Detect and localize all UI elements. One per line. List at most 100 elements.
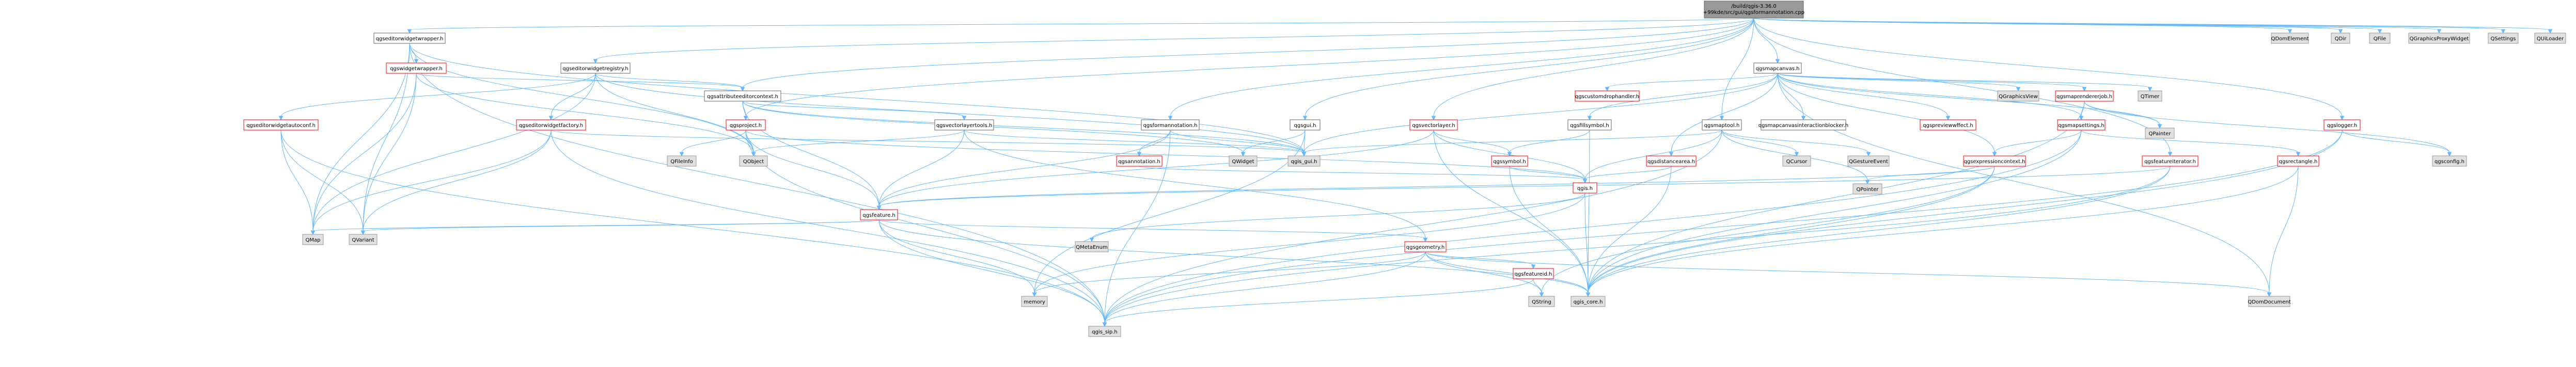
edge-qgis_h-to-qgis_core_h bbox=[1584, 193, 1589, 294]
node-qgsmapsettings-h[interactable]: qgsmapsettings.h bbox=[2057, 119, 2106, 131]
node-label: qgssymbol.h bbox=[1493, 159, 1526, 165]
node-qgis-gui-h[interactable]: qgis_gui.h bbox=[1287, 155, 1321, 167]
node-qgscustomdrophandler-h[interactable]: qgscustomdrophandler.h bbox=[1575, 90, 1640, 102]
node-qgsexpressioncontext-h[interactable]: qgsexpressioncontext.h bbox=[1963, 155, 2026, 167]
node-box bbox=[1021, 296, 1048, 307]
node-qgsvectorlayer-h[interactable]: qgsvectorlayer.h bbox=[1409, 119, 1458, 131]
node-qgsfeatureid-h[interactable]: qgsfeatureid.h bbox=[1513, 268, 1554, 279]
node-box bbox=[2145, 127, 2175, 139]
node-label: qgswidgetwrapper.h bbox=[390, 66, 443, 72]
edge-qgsproject_h-to-qgsfeature_h bbox=[745, 130, 879, 207]
node-qgsfeature-h[interactable]: qgsfeature.h bbox=[860, 209, 898, 220]
node-qobject[interactable]: QObject bbox=[739, 155, 768, 167]
node-qgseditorwidgetwrapper-h[interactable]: qgseditorwidgetwrapper.h bbox=[373, 33, 446, 44]
node-qgseditorwidgetregistry-h[interactable]: qgseditorwidgetregistry.h bbox=[560, 62, 631, 74]
node-qdomelement[interactable]: QDomElement bbox=[2271, 33, 2309, 44]
node-qmetaenum[interactable]: QMetaEnum bbox=[1075, 241, 1109, 252]
node-root[interactable]: /build/qgis-3.36.0+99kde/src/gui/qgsform… bbox=[1703, 1, 1804, 19]
node-box bbox=[2323, 119, 2361, 131]
node-qfileinfo[interactable]: QFileInfo bbox=[667, 155, 697, 167]
node-qgsgui-h[interactable]: qgsgui.h bbox=[1290, 119, 1321, 131]
node-box bbox=[1088, 326, 1121, 337]
node-box bbox=[2534, 33, 2566, 44]
edge-arrowhead bbox=[1531, 264, 1536, 269]
node-qtimer[interactable]: QTimer bbox=[2138, 90, 2162, 102]
node-qgsrectangle-h[interactable]: qgsrectangle.h bbox=[2277, 155, 2319, 167]
node-label: QPointer bbox=[1857, 187, 1879, 193]
edge-qgsmaprendererjob_h-to-qgsconfig_h bbox=[2084, 101, 2450, 153]
node-qgis-core-h[interactable]: qgis_core.h bbox=[1570, 296, 1606, 307]
node-qgsannotation-h[interactable]: qgsannotation.h bbox=[1116, 155, 1163, 167]
edge-qgsfeatureiterator_h-to-qgsfeature_h bbox=[878, 166, 2171, 207]
edge-qgsvectorlayer_h-to-qgssymbol_h bbox=[1433, 130, 1510, 153]
node-label: qgsvectorlayer.h bbox=[1412, 123, 1455, 129]
node-label: QDomDocument bbox=[2248, 299, 2290, 305]
node-qgis-h[interactable]: qgis.h bbox=[1573, 182, 1597, 194]
edge-qgsattributeeditorcontext_h-to-qgsvectorlayertools_h bbox=[742, 101, 965, 117]
edge-qgsexpressioncontext_h-to-QPointer bbox=[1867, 166, 1995, 181]
node-qgslogger-h[interactable]: qgslogger.h bbox=[2323, 119, 2361, 131]
edge-arrowhead bbox=[2548, 29, 2553, 34]
edge-arrowhead bbox=[1587, 116, 1592, 121]
node-qsettings[interactable]: QSettings bbox=[2488, 33, 2519, 44]
node-qgsmaptool-h[interactable]: qgsmaptool.h bbox=[1702, 119, 1742, 131]
node-box bbox=[2277, 155, 2319, 167]
node-box bbox=[302, 234, 324, 245]
node-qgsvectorlayertools-h[interactable]: qgsvectorlayertools.h bbox=[934, 119, 994, 131]
node-qgsfillsymbol-h[interactable]: qgsfillsymbol.h bbox=[1567, 119, 1612, 131]
node-label: qgsgui.h bbox=[1294, 123, 1316, 129]
edge-qgsexpressioncontext_h-to-qgsfeature_h bbox=[878, 166, 1995, 207]
edge-qgsmapcanvas_h-to-qgis_gui_h bbox=[1303, 73, 1778, 153]
edge-arrowhead bbox=[2447, 152, 2452, 157]
node-qwidget[interactable]: QWidget bbox=[1229, 155, 1258, 167]
node-box bbox=[1567, 119, 1612, 131]
node-qgsattributeeditorcontext-h[interactable]: qgsattributeeditorcontext.h bbox=[704, 90, 781, 102]
node-box bbox=[860, 209, 898, 220]
node-label: qgis_sip.h bbox=[1092, 329, 1118, 335]
node-label: qgsfillsymbol.h bbox=[1570, 123, 1609, 129]
node-qgsgeometry-h[interactable]: qgsgeometry.h bbox=[1404, 241, 1447, 252]
edge-arrowhead bbox=[2267, 292, 2272, 297]
node-qmap[interactable]: QMap bbox=[302, 234, 324, 245]
node-qgsproject-h[interactable]: qgsproject.h bbox=[726, 119, 766, 131]
node-qfile[interactable]: QFile bbox=[2369, 33, 2391, 44]
node-memory[interactable]: memory bbox=[1021, 296, 1048, 307]
node-qgestureevent[interactable]: QGestureEvent bbox=[1847, 155, 1890, 167]
node-box bbox=[2488, 33, 2519, 44]
node-qgsconfig-h[interactable]: qgsconfig.h bbox=[2432, 155, 2467, 167]
node-qdomdocument[interactable]: QDomDocument bbox=[2248, 296, 2291, 307]
node-qgis-sip-h[interactable]: qgis_sip.h bbox=[1088, 326, 1121, 337]
node-qstring[interactable]: QString bbox=[1528, 296, 1555, 307]
node-qgssymbol-h[interactable]: qgssymbol.h bbox=[1491, 155, 1528, 167]
node-qgseditorwidgetautoconf-h[interactable]: qgseditorwidgetautoconf.h bbox=[243, 119, 319, 131]
node-qgsdistancearea-h[interactable]: qgsdistancearea.h bbox=[1646, 155, 1697, 167]
node-quiloader[interactable]: QUiLoader bbox=[2534, 33, 2566, 44]
node-qcursor[interactable]: QCursor bbox=[1782, 155, 1811, 167]
node-qgsmapcanvas-h[interactable]: qgsmapcanvas.h bbox=[1753, 62, 1802, 74]
node-box bbox=[1702, 119, 1742, 131]
node-qgsfeatureiterator-h[interactable]: qgsfeatureiterator.h bbox=[2142, 155, 2198, 167]
node-qpainter[interactable]: QPainter bbox=[2145, 127, 2175, 139]
node-qgspreviewstartmapeffect-h[interactable]: qgspreviewwffect.h bbox=[1920, 119, 1976, 131]
edge-qgsmapcanvas_h-to-QPainter bbox=[1777, 73, 2160, 125]
edge-qgsvectorlayertools_h-to-qgis_gui_h bbox=[964, 130, 1305, 153]
node-qgseditorwidgetfactory-h[interactable]: qgseditorwidgetfactory.h bbox=[516, 119, 586, 131]
node-qpointer[interactable]: QPointer bbox=[1852, 183, 1882, 195]
node-qvariant[interactable]: QVariant bbox=[349, 234, 378, 245]
edge-arrowhead bbox=[2501, 29, 2506, 34]
node-qdir[interactable]: QDir bbox=[2331, 33, 2350, 44]
node-qgsmaprendererjob-h[interactable]: qgsmaprendererjob.h bbox=[2055, 90, 2114, 102]
edge-qgsexpressioncontext_h-to-QString bbox=[1541, 166, 1995, 294]
edge-qgseditorwidgetautoconf_h-to-QMap bbox=[280, 130, 313, 232]
node-label: qgsfeature.h bbox=[862, 213, 896, 218]
node-box bbox=[1963, 155, 2026, 167]
node-qgsformannotation-h[interactable]: qgsformannotation.h bbox=[1141, 119, 1200, 131]
node-qgswidgetwrapper-h[interactable]: qgswidgetwrapper.h bbox=[386, 62, 447, 74]
node-qgraphicsview[interactable]: QGraphicsView bbox=[1997, 90, 2039, 102]
node-qgraphicsproxywidget[interactable]: QGraphicsProxyWidget bbox=[2408, 33, 2470, 44]
node-qgsmapcanvasinteractionblocker-h[interactable]: qgsmapcanvasinteractionblocker.h bbox=[1758, 119, 1848, 131]
edge-qgseditorwidgetregistry_h-to-qgseditorwidgetautoconf_h bbox=[280, 73, 596, 117]
edge-root-to-qgsmapcanvas_h bbox=[1753, 18, 1778, 60]
edge-qgsfeature_h-to-QVariant bbox=[363, 219, 879, 232]
edge-qgsfeatureid_h-to-QString bbox=[1533, 278, 1542, 294]
